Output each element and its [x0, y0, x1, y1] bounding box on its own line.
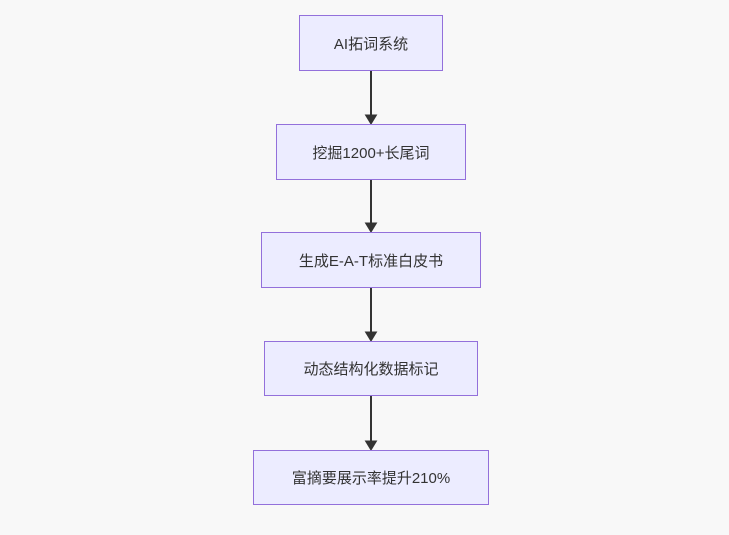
- flowchart-node-mine-longtail-keywords[interactable]: 挖掘1200+长尾词: [276, 124, 466, 180]
- arrow-node3-node4: [364, 288, 378, 342]
- flowchart-node-rich-snippet-rate[interactable]: 富摘要展示率提升210%: [253, 450, 489, 505]
- arrow-node2-node3: [364, 180, 378, 233]
- node-label: 挖掘1200+长尾词: [312, 144, 430, 162]
- node-label: 富摘要展示率提升210%: [291, 470, 451, 487]
- node-label: AI拓词系统: [333, 35, 409, 53]
- node-label: 动态结构化数据标记: [303, 361, 439, 378]
- arrow-node1-node2: [364, 71, 378, 125]
- flowchart-node-generate-eat-whitepaper[interactable]: 生成E-A-T标准白皮书: [261, 232, 481, 288]
- node-label: 生成E-A-T标准白皮书: [298, 252, 444, 270]
- flowchart-node-ai-word-expansion[interactable]: AI拓词系统: [299, 15, 443, 71]
- arrow-node4-node5: [364, 396, 378, 451]
- flowchart-node-dynamic-structured-data[interactable]: 动态结构化数据标记: [264, 341, 478, 396]
